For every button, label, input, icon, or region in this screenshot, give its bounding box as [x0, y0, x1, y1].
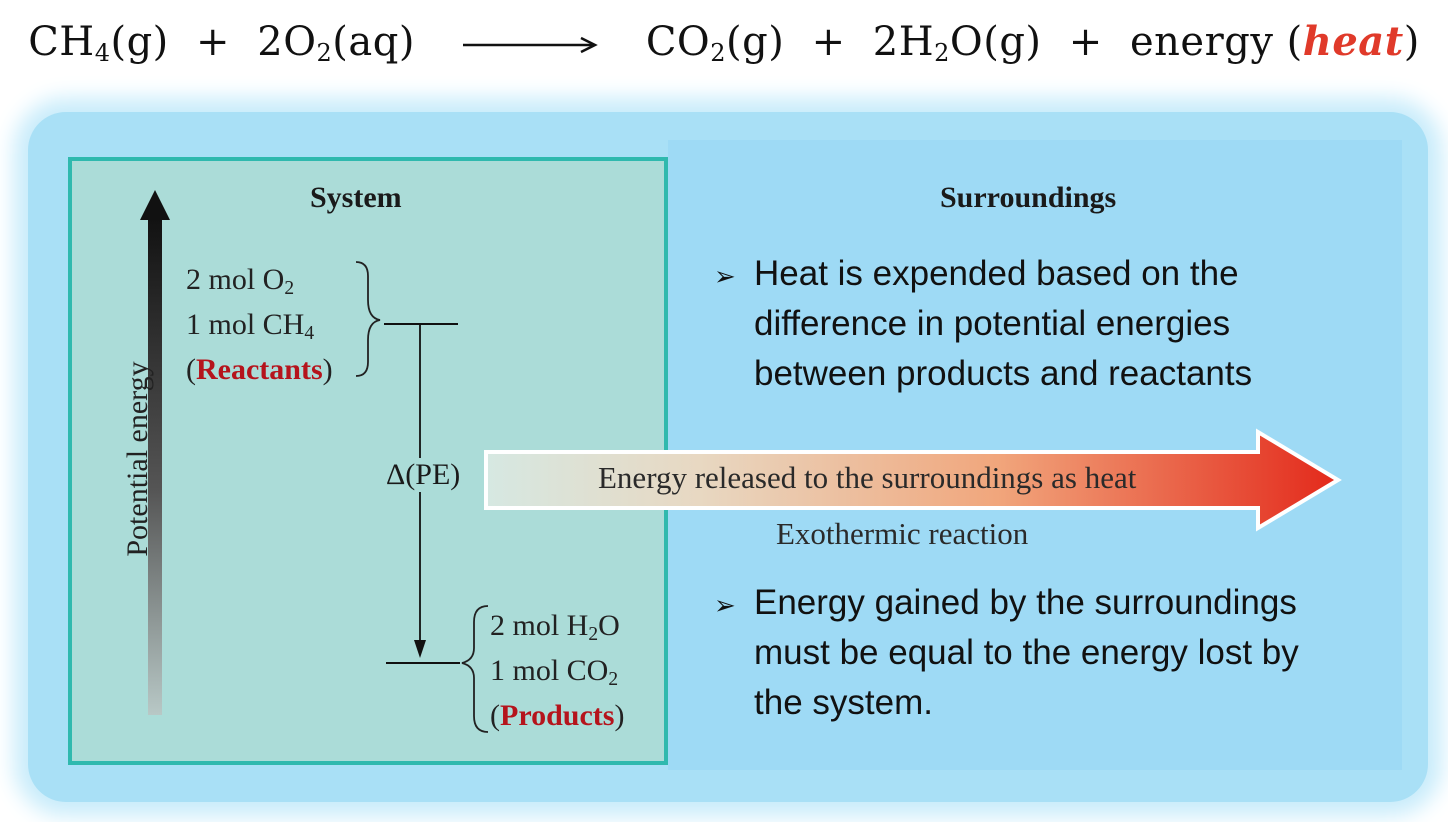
bullet-energy-conservation: ➢ Energy gained by the surroundings must…	[714, 578, 1394, 728]
y-axis-label: Potential energy	[121, 361, 154, 557]
bullet-line: difference in potential energies	[754, 304, 1231, 343]
product-h2o-line: 2 mol H2O	[490, 609, 620, 645]
product-water: 2H2O(g)	[872, 19, 1042, 67]
heat-word: heat	[1302, 18, 1404, 65]
reactant-o2-line: 2 mol O2	[186, 263, 295, 299]
reaction-arrow-icon	[463, 36, 599, 54]
plus-sign: +	[1068, 19, 1103, 65]
heat-arrow-text: Energy released to the surroundings as h…	[598, 460, 1137, 495]
system-label: System	[310, 181, 402, 214]
bullet-line: Energy gained by the surroundings	[754, 583, 1297, 622]
energy-term: energy (heat)	[1130, 18, 1420, 65]
bullet-line: Heat is expended based on the	[754, 254, 1239, 293]
plus-sign: +	[196, 19, 231, 65]
chemical-equation: CH4(g) + 2O2(aq) CO2(g) + 2H2O(g) + ener…	[0, 18, 1448, 67]
delta-pe-label: Δ(PE)	[384, 458, 463, 492]
reaction-type-label: Exothermic reaction	[776, 516, 1029, 551]
plus-sign: +	[811, 19, 846, 65]
heat-release-arrow	[484, 428, 1342, 532]
reactants-label: (Reactants)	[186, 352, 333, 386]
bullet-line: must be equal to the energy lost by	[754, 633, 1299, 672]
surroundings-label: Surroundings	[940, 181, 1117, 214]
reactant-ch4-line: 1 mol CH4	[186, 307, 315, 344]
bullet-heat-expended: ➢ Heat is expended based on the differen…	[714, 249, 1394, 399]
reactants-brace	[355, 261, 381, 377]
bullet-line: between products and reactants	[754, 354, 1253, 393]
products-list: 2 mol H2O 1 mol CO2 (Products)	[490, 608, 624, 734]
reactants-list: 2 mol O2 1 mol CH4 (Reactants)	[186, 262, 333, 388]
bullet-arrow-icon: ➢	[714, 590, 736, 620]
products-brace	[461, 605, 489, 733]
reactant-oxygen: 2O2(aq)	[257, 19, 415, 67]
bullet-arrow-icon: ➢	[714, 261, 736, 291]
bullet-line: the system.	[754, 683, 933, 722]
product-co2-line: 1 mol CO2	[490, 653, 619, 690]
reactant-methane: CH4(g)	[28, 19, 169, 67]
potential-energy-axis	[140, 190, 170, 715]
product-carbon-dioxide: CO2(g)	[645, 19, 785, 67]
products-label: (Products)	[490, 698, 625, 732]
